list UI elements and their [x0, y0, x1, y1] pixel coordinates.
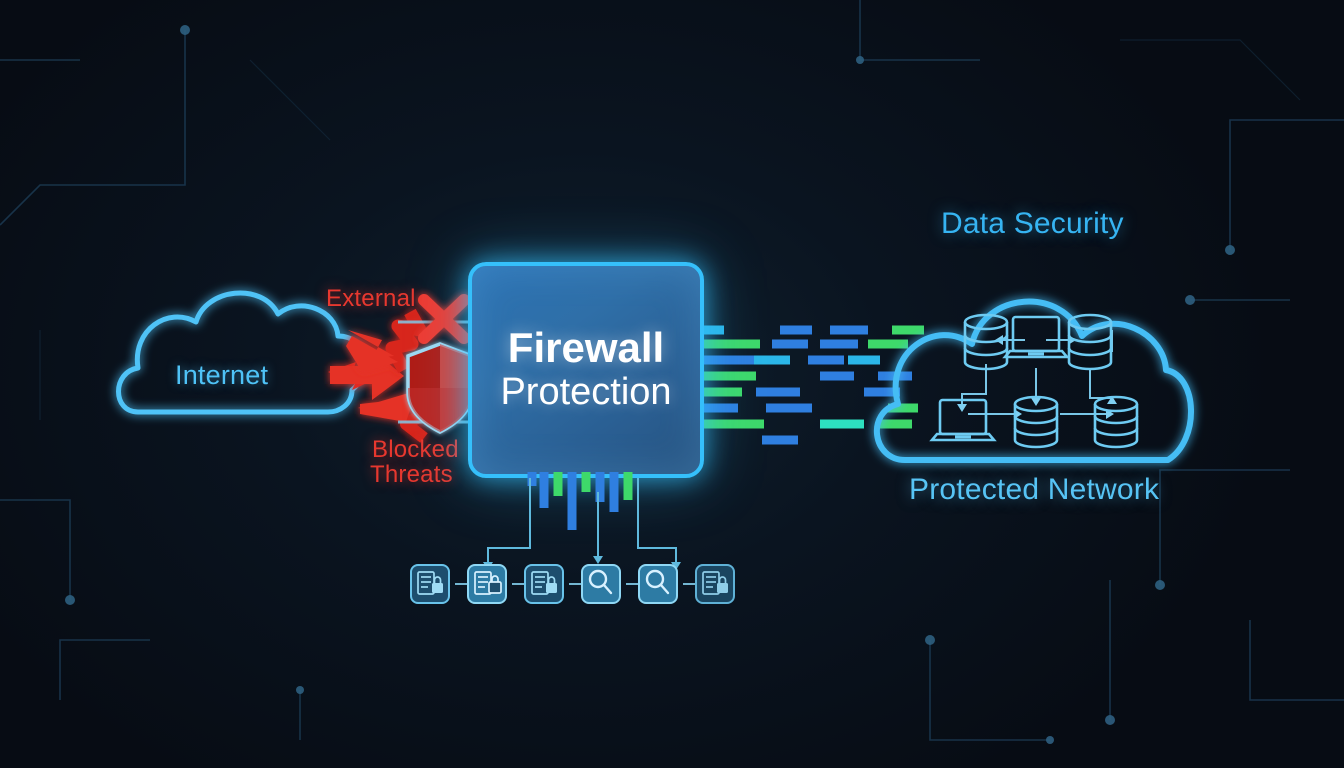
firewall-title-line1: Firewall	[507, 323, 665, 371]
x-mark-icon	[418, 294, 470, 344]
data-security-label: Data Security	[941, 207, 1124, 240]
document-lock-icon	[474, 571, 502, 595]
protected-cloud-outline	[873, 298, 1194, 463]
data-stream-down	[527, 472, 633, 530]
firewall-title-line2: Protection	[500, 370, 672, 413]
process-step-2[interactable]	[467, 564, 507, 604]
database-icon	[1013, 395, 1059, 449]
blocked-threats-label-line1: Blocked	[372, 436, 459, 463]
blocked-threats-label-line2: Threats	[370, 461, 453, 488]
document-lock-icon	[417, 571, 443, 595]
database-icon	[963, 313, 1009, 371]
external-threat-label: External	[326, 285, 416, 312]
process-step-3[interactable]	[524, 564, 564, 604]
protected-network-label: Protected Network	[909, 473, 1160, 506]
process-step-5[interactable]	[638, 564, 678, 604]
process-step-6[interactable]	[695, 564, 735, 604]
search-icon	[645, 569, 670, 595]
document-lock-icon	[702, 571, 728, 595]
document-lock-icon	[531, 571, 557, 595]
process-chain[interactable]	[410, 564, 735, 604]
database-icon	[1093, 395, 1139, 449]
process-connectors	[487, 478, 677, 562]
process-step-1[interactable]	[410, 564, 450, 604]
search-icon	[588, 569, 613, 595]
process-step-4[interactable]	[581, 564, 621, 604]
laptop-icon	[1002, 315, 1070, 359]
laptop-icon	[929, 398, 997, 442]
blocked-arrow-up	[346, 308, 427, 374]
shield-icon	[406, 342, 474, 434]
internet-label: Internet	[175, 360, 269, 390]
database-icon	[1067, 313, 1113, 371]
